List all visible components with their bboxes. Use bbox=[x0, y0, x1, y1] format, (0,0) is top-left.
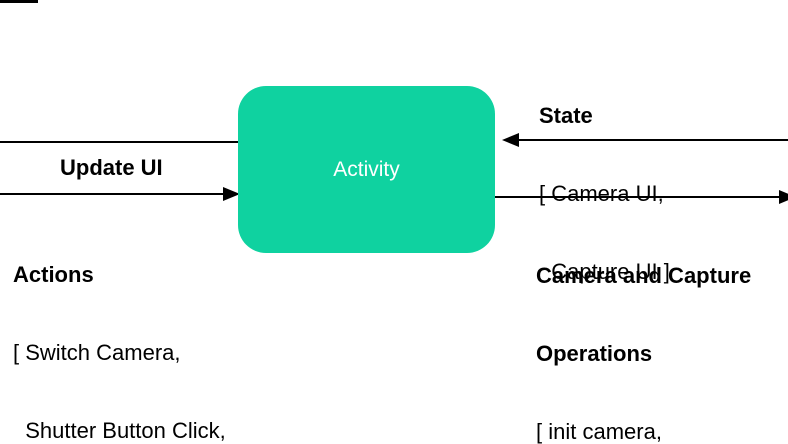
update-ui-title: Update UI bbox=[60, 155, 163, 180]
actions-arrow-line bbox=[0, 193, 226, 195]
cropped-bar-fragment bbox=[0, 0, 38, 3]
camera-ops-line: [ init camera, bbox=[536, 419, 662, 444]
camera-ops-title: Operations bbox=[536, 341, 653, 366]
state-label: State [ Camera UI, Capture UI ] bbox=[539, 51, 670, 337]
actions-arrowhead-icon bbox=[223, 187, 240, 201]
state-line: Capture UI ] bbox=[539, 259, 670, 284]
actions-line: Shutter Button Click, bbox=[13, 418, 226, 443]
activity-node-label: Activity bbox=[333, 157, 400, 181]
actions-label: Actions [ Switch Camera, Shutter Button … bbox=[13, 210, 280, 444]
camera-ops-arrow-line bbox=[493, 196, 788, 198]
actions-title: Actions bbox=[13, 262, 94, 287]
state-arrowhead-icon bbox=[502, 133, 519, 147]
update-ui-arrow-line bbox=[0, 141, 239, 143]
actions-line: [ Switch Camera, bbox=[13, 340, 181, 365]
state-arrow-line bbox=[508, 139, 788, 141]
camera-ops-label: Camera and Capture Operations [ init cam… bbox=[536, 211, 751, 444]
update-ui-label: Update UI bbox=[60, 103, 163, 233]
camera-ops-title: Camera and Capture bbox=[536, 263, 752, 288]
activity-node: Activity bbox=[238, 86, 495, 253]
state-title: State bbox=[539, 103, 593, 128]
camera-ops-arrowhead-icon bbox=[779, 190, 788, 204]
state-line: [ Camera UI, bbox=[539, 181, 664, 206]
